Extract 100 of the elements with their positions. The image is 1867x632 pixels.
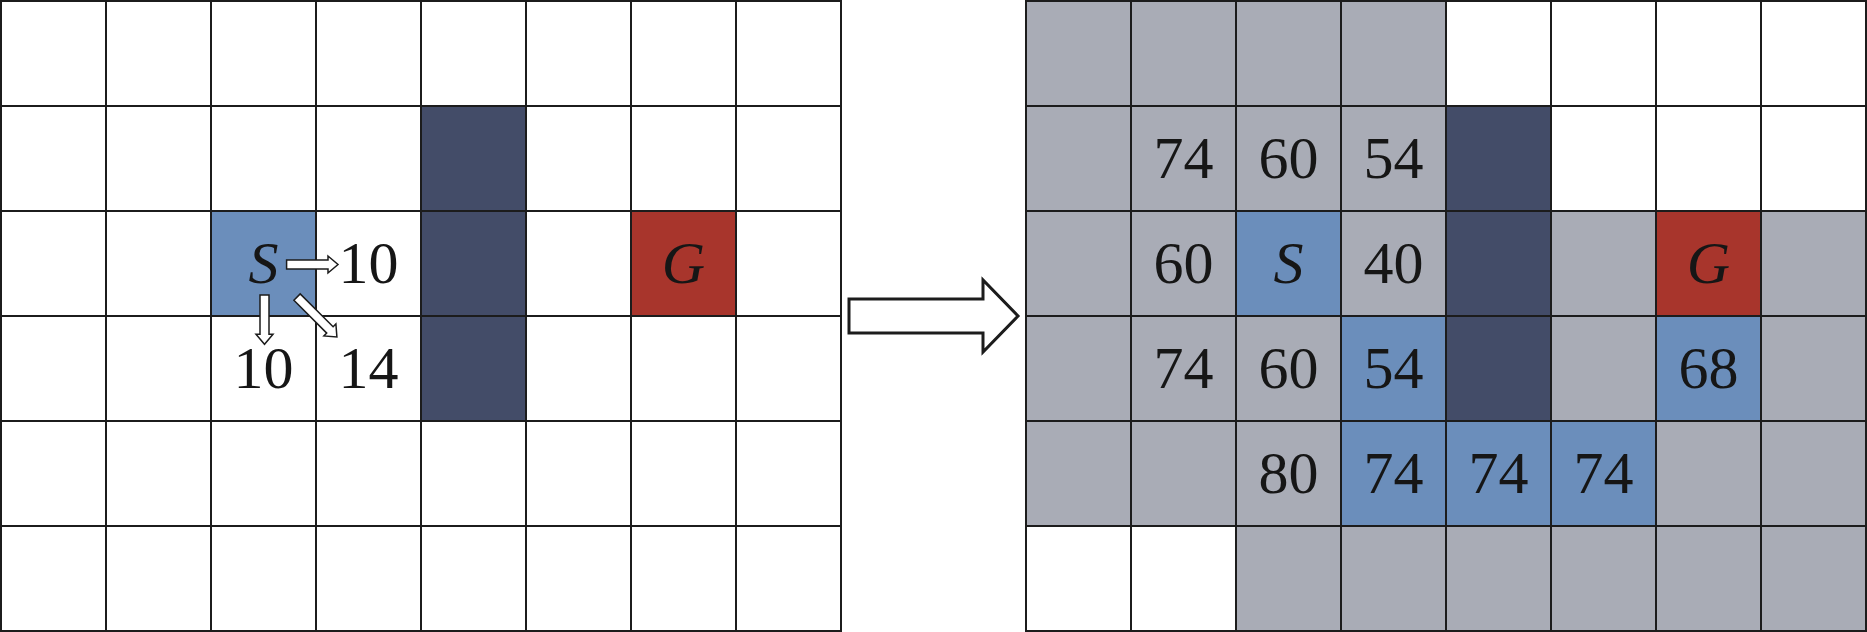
grid-cell — [632, 107, 737, 212]
grid-cell — [527, 107, 632, 212]
grid-cell — [737, 527, 842, 632]
shaded-cell — [1762, 212, 1867, 317]
shaded-cell — [1132, 317, 1237, 422]
grid-cell — [632, 317, 737, 422]
grid-cell — [527, 2, 632, 107]
shaded-cell — [1237, 2, 1342, 107]
shaded-cell — [1447, 527, 1552, 632]
obstacle-cell — [422, 212, 527, 317]
grid-cell — [422, 527, 527, 632]
arrow — [847, 276, 1021, 356]
shaded-cell — [1762, 527, 1867, 632]
cost-value: 10 — [233, 346, 294, 391]
path-cell — [1342, 317, 1447, 422]
path-cell — [1657, 317, 1762, 422]
cost-value: 74 — [1363, 451, 1424, 496]
grid-cell — [317, 422, 422, 527]
obstacle-cell — [422, 317, 527, 422]
start-label: S — [248, 241, 279, 286]
start-cell — [212, 212, 317, 317]
grid-cell — [737, 107, 842, 212]
grid-cell — [107, 317, 212, 422]
grid-cell — [2, 527, 107, 632]
grid-cell — [107, 2, 212, 107]
grid-cell — [212, 107, 317, 212]
shaded-cell — [1237, 527, 1342, 632]
shaded-cell — [1027, 422, 1132, 527]
grid-cell — [632, 2, 737, 107]
grid-cell — [1552, 2, 1657, 107]
shaded-cell — [1342, 2, 1447, 107]
shaded-cell — [1027, 212, 1132, 317]
grid-cell — [1657, 107, 1762, 212]
goal-label: G — [1686, 241, 1731, 286]
shaded-cell — [1342, 527, 1447, 632]
shaded-cell — [1027, 317, 1132, 422]
grid-cell — [2, 2, 107, 107]
cost-value: 60 — [1258, 136, 1319, 181]
grid-cell — [1762, 2, 1867, 107]
grid-cell — [1447, 2, 1552, 107]
shaded-cell — [1762, 422, 1867, 527]
shaded-cell — [1552, 527, 1657, 632]
grid-cell — [317, 107, 422, 212]
shaded-cell — [1552, 212, 1657, 317]
grid-cell — [107, 107, 212, 212]
grid-cell — [527, 212, 632, 317]
grid-cell — [737, 422, 842, 527]
shaded-cell — [1342, 107, 1447, 212]
cost-value: 60 — [1258, 346, 1319, 391]
start-cell — [1237, 212, 1342, 317]
cost-value: 74 — [1153, 346, 1214, 391]
shaded-cell — [1027, 2, 1132, 107]
shaded-cell — [1132, 212, 1237, 317]
grid-cell — [1762, 107, 1867, 212]
goal-label: G — [661, 241, 706, 286]
grid-cell — [737, 2, 842, 107]
shaded-cell — [1027, 107, 1132, 212]
grid-cell — [737, 212, 842, 317]
grid-cell — [422, 422, 527, 527]
grid-cell — [422, 2, 527, 107]
path-cell — [1342, 422, 1447, 527]
shaded-cell — [1657, 422, 1762, 527]
path-cell — [1447, 422, 1552, 527]
cost-value: 54 — [1363, 136, 1424, 181]
cost-value: 80 — [1258, 451, 1319, 496]
shaded-cell — [1237, 107, 1342, 212]
grid-cell — [632, 422, 737, 527]
cost-value: 40 — [1363, 241, 1424, 286]
cost-value: 74 — [1153, 136, 1214, 181]
grid-cell — [1552, 107, 1657, 212]
cost-value: 68 — [1678, 346, 1739, 391]
cost-value: 74 — [1573, 451, 1634, 496]
shaded-cell — [1132, 107, 1237, 212]
grid-cell — [1657, 2, 1762, 107]
shaded-cell — [1132, 2, 1237, 107]
grid-cell — [527, 317, 632, 422]
grid-cell — [107, 212, 212, 317]
obstacle-cell — [1447, 212, 1552, 317]
cost-value: 54 — [1363, 346, 1424, 391]
grid-cell — [2, 107, 107, 212]
grid-cell — [212, 422, 317, 527]
obstacle-cell — [1447, 317, 1552, 422]
shaded-cell — [1762, 317, 1867, 422]
start-label: S — [1273, 241, 1304, 286]
grid-cell — [737, 317, 842, 422]
path-cell — [1552, 422, 1657, 527]
goal-cell — [632, 212, 737, 317]
grid-cell — [317, 2, 422, 107]
obstacle-cell — [1447, 107, 1552, 212]
grid-cell — [317, 527, 422, 632]
grid-cell — [107, 422, 212, 527]
grid-cell — [527, 527, 632, 632]
grid-cell — [107, 527, 212, 632]
cost-value: 74 — [1468, 451, 1529, 496]
arrow — [254, 294, 275, 346]
cost-value: 10 — [338, 241, 399, 286]
arrow — [292, 292, 338, 338]
shaded-cell — [1237, 317, 1342, 422]
goal-cell — [1657, 212, 1762, 317]
shaded-cell — [1237, 422, 1342, 527]
